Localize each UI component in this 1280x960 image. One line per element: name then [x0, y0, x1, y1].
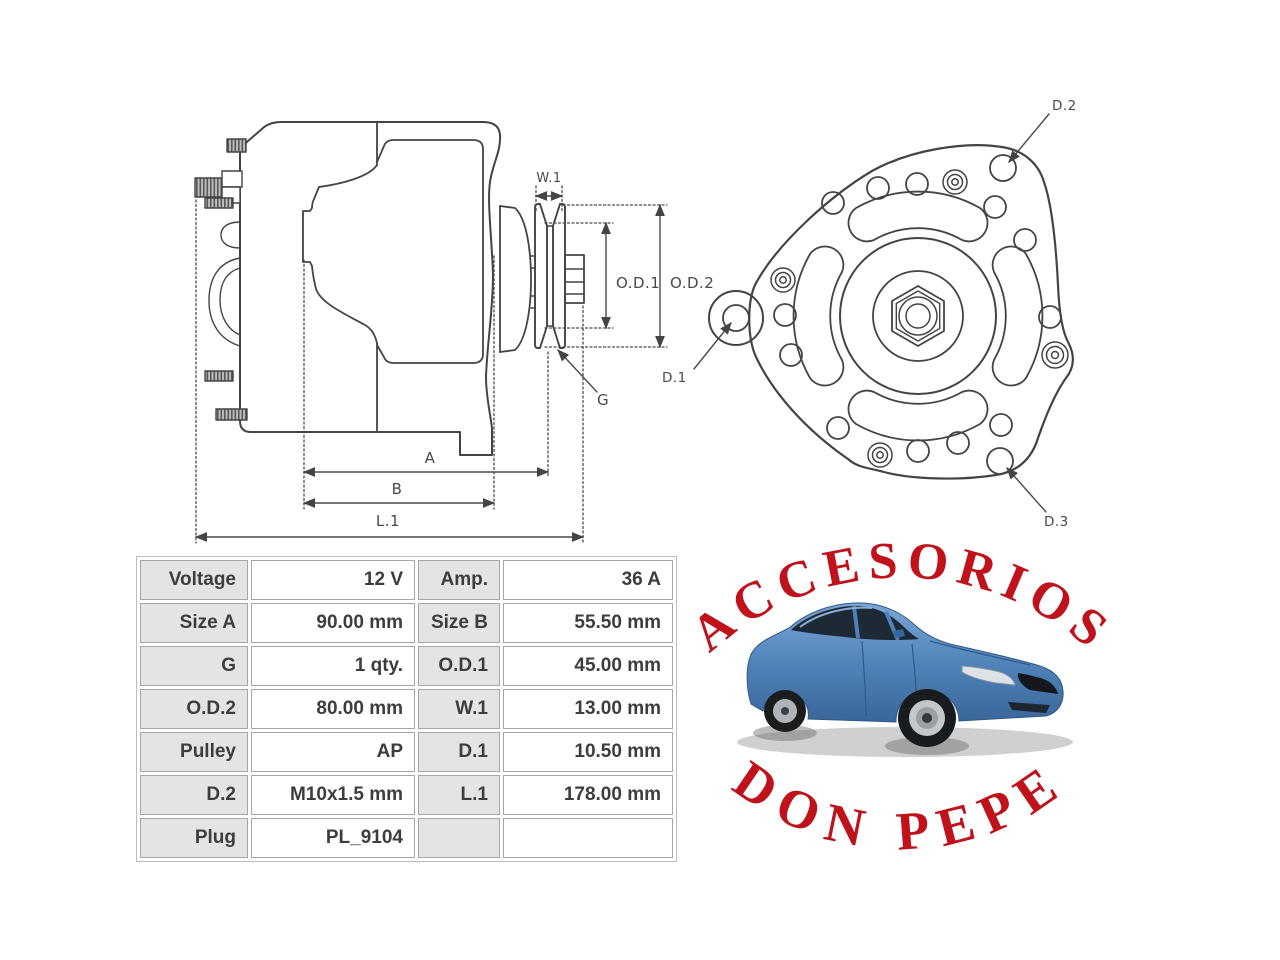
stud-icon: [215, 408, 248, 421]
spec-value: 80.00 mm: [251, 689, 415, 729]
spec-value: 12 V: [251, 560, 415, 600]
stud-icon: [194, 177, 223, 198]
spec-label: Plug: [140, 818, 248, 858]
dim-label-d2: D.2: [1052, 98, 1077, 114]
vent-slots: [792, 190, 1044, 442]
stud-icon: [204, 370, 234, 382]
car-shadow: [737, 727, 1073, 757]
spec-label: L.1: [418, 775, 500, 815]
spec-label: O.D.1: [418, 646, 500, 686]
dim-label-d3: D.3: [1044, 514, 1069, 530]
spec-label: Pulley: [140, 732, 248, 772]
spec-label: O.D.2: [140, 689, 248, 729]
stud-icon: [226, 138, 247, 153]
front-view: D.2 D.1 D.3: [662, 98, 1077, 530]
brand-logo: ACCESORIOS DON PEPE: [681, 532, 1116, 862]
through-bolts: [770, 169, 1069, 468]
dim-label-d1: D.1: [662, 370, 687, 386]
mount-hole-d3: [986, 447, 1014, 475]
spec-value: PL_9104: [251, 818, 415, 858]
table-row: Plug PL_9104: [140, 818, 673, 858]
stud-icon: [204, 197, 234, 209]
technical-drawing: W.1 O.D.1 O.D.2 G A B L.1: [194, 98, 1077, 544]
rear-studs: [194, 138, 248, 421]
spec-value: 13.00 mm: [503, 689, 673, 729]
dimension-lines: [194, 191, 665, 542]
leader-g: [557, 349, 598, 393]
spec-value: [503, 818, 673, 858]
spec-value: 36 A: [503, 560, 673, 600]
logo-bottom-arc: DON PEPE: [723, 749, 1077, 862]
leader-d3: [1006, 467, 1047, 513]
pulley: [534, 203, 566, 349]
mount-hole-d2: [989, 154, 1017, 182]
spec-value: M10x1.5 mm: [251, 775, 415, 815]
shaft-end: [564, 254, 585, 304]
drive-hub: [499, 205, 536, 353]
car-image: [737, 602, 1073, 757]
shaft-nut-assembly: [839, 237, 997, 395]
table-row: Pulley AP D.1 10.50 mm: [140, 732, 673, 772]
table-row: O.D.2 80.00 mm W.1 13.00 mm: [140, 689, 673, 729]
car-rear-wheel: [764, 690, 806, 732]
table-row: Voltage 12 V Amp. 36 A: [140, 560, 673, 600]
front-housing-outline: [748, 144, 1074, 480]
dim-label-od2: O.D.2: [670, 274, 714, 292]
callout-leaders: [693, 113, 1050, 513]
spec-label: W.1: [418, 689, 500, 729]
dim-label-a: A: [425, 449, 436, 467]
dim-label-g: G: [597, 391, 609, 409]
table-row: Size A 90.00 mm Size B 55.50 mm: [140, 603, 673, 643]
vent-holes: [773, 154, 1062, 475]
dim-label-l1: L.1: [376, 512, 400, 530]
table-row: G 1 qty. O.D.1 45.00 mm: [140, 646, 673, 686]
stator-inner-housing: [376, 139, 484, 364]
logo-bottom-text: DON PEPE: [723, 749, 1065, 862]
spec-label: [418, 818, 500, 858]
leader-d1: [693, 322, 732, 370]
alternator-body-outline: [239, 121, 502, 456]
spec-value: 55.50 mm: [503, 603, 673, 643]
table-row: D.2 M10x1.5 mm L.1 178.00 mm: [140, 775, 673, 815]
dim-label-w1: W.1: [536, 171, 561, 186]
spec-label: D.2: [140, 775, 248, 815]
spec-value: 45.00 mm: [503, 646, 673, 686]
car-intake: [1008, 702, 1050, 713]
spec-label: G: [140, 646, 248, 686]
side-view: W.1 O.D.1 O.D.2 G A B L.1: [194, 121, 714, 544]
extension-lines: [195, 185, 668, 544]
spec-label: D.1: [418, 732, 500, 772]
spec-label: Size B: [418, 603, 500, 643]
spec-label: Amp.: [418, 560, 500, 600]
spec-label: Size A: [140, 603, 248, 643]
dim-label-b: B: [392, 480, 403, 498]
spec-value: 1 qty.: [251, 646, 415, 686]
car-grille: [1017, 673, 1058, 694]
spec-value: AP: [251, 732, 415, 772]
spec-table: Voltage 12 V Amp. 36 A Size A 90.00 mm S…: [136, 556, 677, 862]
hex-nut-icon: [891, 285, 945, 347]
dim-label-od1: O.D.1: [616, 274, 660, 292]
spec-label: Voltage: [140, 560, 248, 600]
mounting-ear: [708, 290, 764, 346]
car-mirror: [893, 629, 905, 638]
spec-value: 178.00 mm: [503, 775, 673, 815]
leader-d2: [1008, 113, 1050, 163]
stator-contour: [302, 164, 378, 344]
car-headlight: [961, 665, 1016, 686]
car-front-wheel: [898, 689, 956, 747]
spec-value: 10.50 mm: [503, 732, 673, 772]
spec-value: 90.00 mm: [251, 603, 415, 643]
